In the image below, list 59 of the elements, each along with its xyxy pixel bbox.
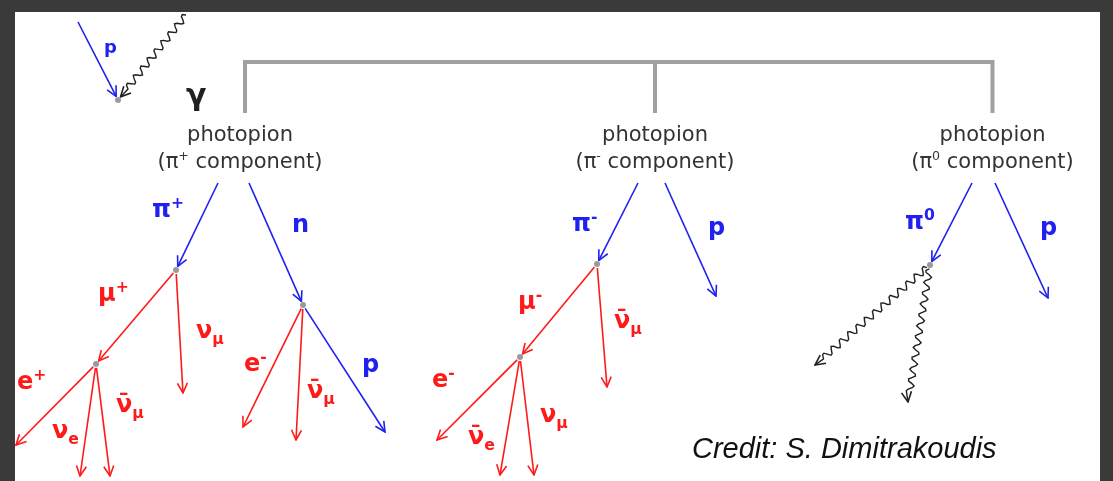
vertex-dot <box>517 354 523 360</box>
vertex-dot <box>594 261 600 267</box>
particle-label: ν̄$_{μ}$ <box>614 308 642 338</box>
particle-label: ν̄$_{μ}$ <box>116 392 144 422</box>
arrow <box>176 182 219 268</box>
particle-label: μ$^{-}$ <box>518 288 543 313</box>
credit-text: Credit: S. Dimitrakoudis <box>692 432 997 465</box>
particle-label: e$^{-}$ <box>432 366 455 391</box>
node-label: photopion <box>939 120 1046 148</box>
arrow <box>290 308 304 441</box>
wavy-arrow <box>119 13 187 98</box>
connector-line <box>243 60 995 113</box>
particle-label: ν$_{e}$ <box>52 418 79 448</box>
vertex-dot <box>300 302 306 308</box>
node-label: (π$^{0}$ component) <box>911 148 1074 175</box>
wavy-arrow <box>814 265 928 366</box>
arrow <box>77 21 117 98</box>
arrow <box>242 307 303 428</box>
arrow <box>931 182 973 263</box>
particle-label: n <box>292 212 310 236</box>
wavy-arrow <box>900 268 933 403</box>
particle-label: γ <box>186 80 207 110</box>
vertex-dot <box>927 262 933 268</box>
arrow <box>495 360 521 476</box>
arrow <box>15 366 94 446</box>
particle-label: π$^{-}$ <box>572 210 598 235</box>
arrow <box>95 367 115 477</box>
arrow <box>436 359 518 441</box>
vertex-dot <box>173 267 179 273</box>
vertex-dot <box>115 97 121 103</box>
arrow <box>598 182 639 262</box>
node-label: (π$^{-}$ component) <box>575 148 735 175</box>
arrow <box>994 182 1050 299</box>
particle-label: μ$^{+}$ <box>98 280 129 305</box>
arrow <box>664 182 718 297</box>
arrow <box>97 272 175 362</box>
particle-label: p <box>708 215 726 239</box>
particle-label: p <box>1040 215 1058 239</box>
node-label: (π$^{+}$ component) <box>157 148 323 175</box>
particle-label: e$^{-}$ <box>244 350 267 375</box>
particle-label: e$^{+}$ <box>17 368 47 393</box>
particle-label: ν̄$_{e}$ <box>468 424 495 454</box>
arrow <box>596 267 612 388</box>
arrow <box>248 182 303 303</box>
arrow <box>175 273 189 394</box>
particle-label: p <box>104 38 117 56</box>
particle-label: π$^{0}$ <box>905 208 935 233</box>
arrow <box>75 367 97 477</box>
arrow <box>519 360 539 476</box>
particle-label: p <box>362 352 380 376</box>
node-label: photopion <box>602 120 708 148</box>
node-label: photopion <box>187 120 293 148</box>
particle-label: ν$_{μ}$ <box>196 318 224 348</box>
particle-label: ν̄$_{μ}$ <box>307 378 335 408</box>
particle-label: ν$_{μ}$ <box>540 402 568 432</box>
particle-label: π$^{+}$ <box>152 196 185 221</box>
arrow <box>304 307 386 433</box>
arrow <box>521 266 596 355</box>
vertex-dot <box>93 361 99 367</box>
